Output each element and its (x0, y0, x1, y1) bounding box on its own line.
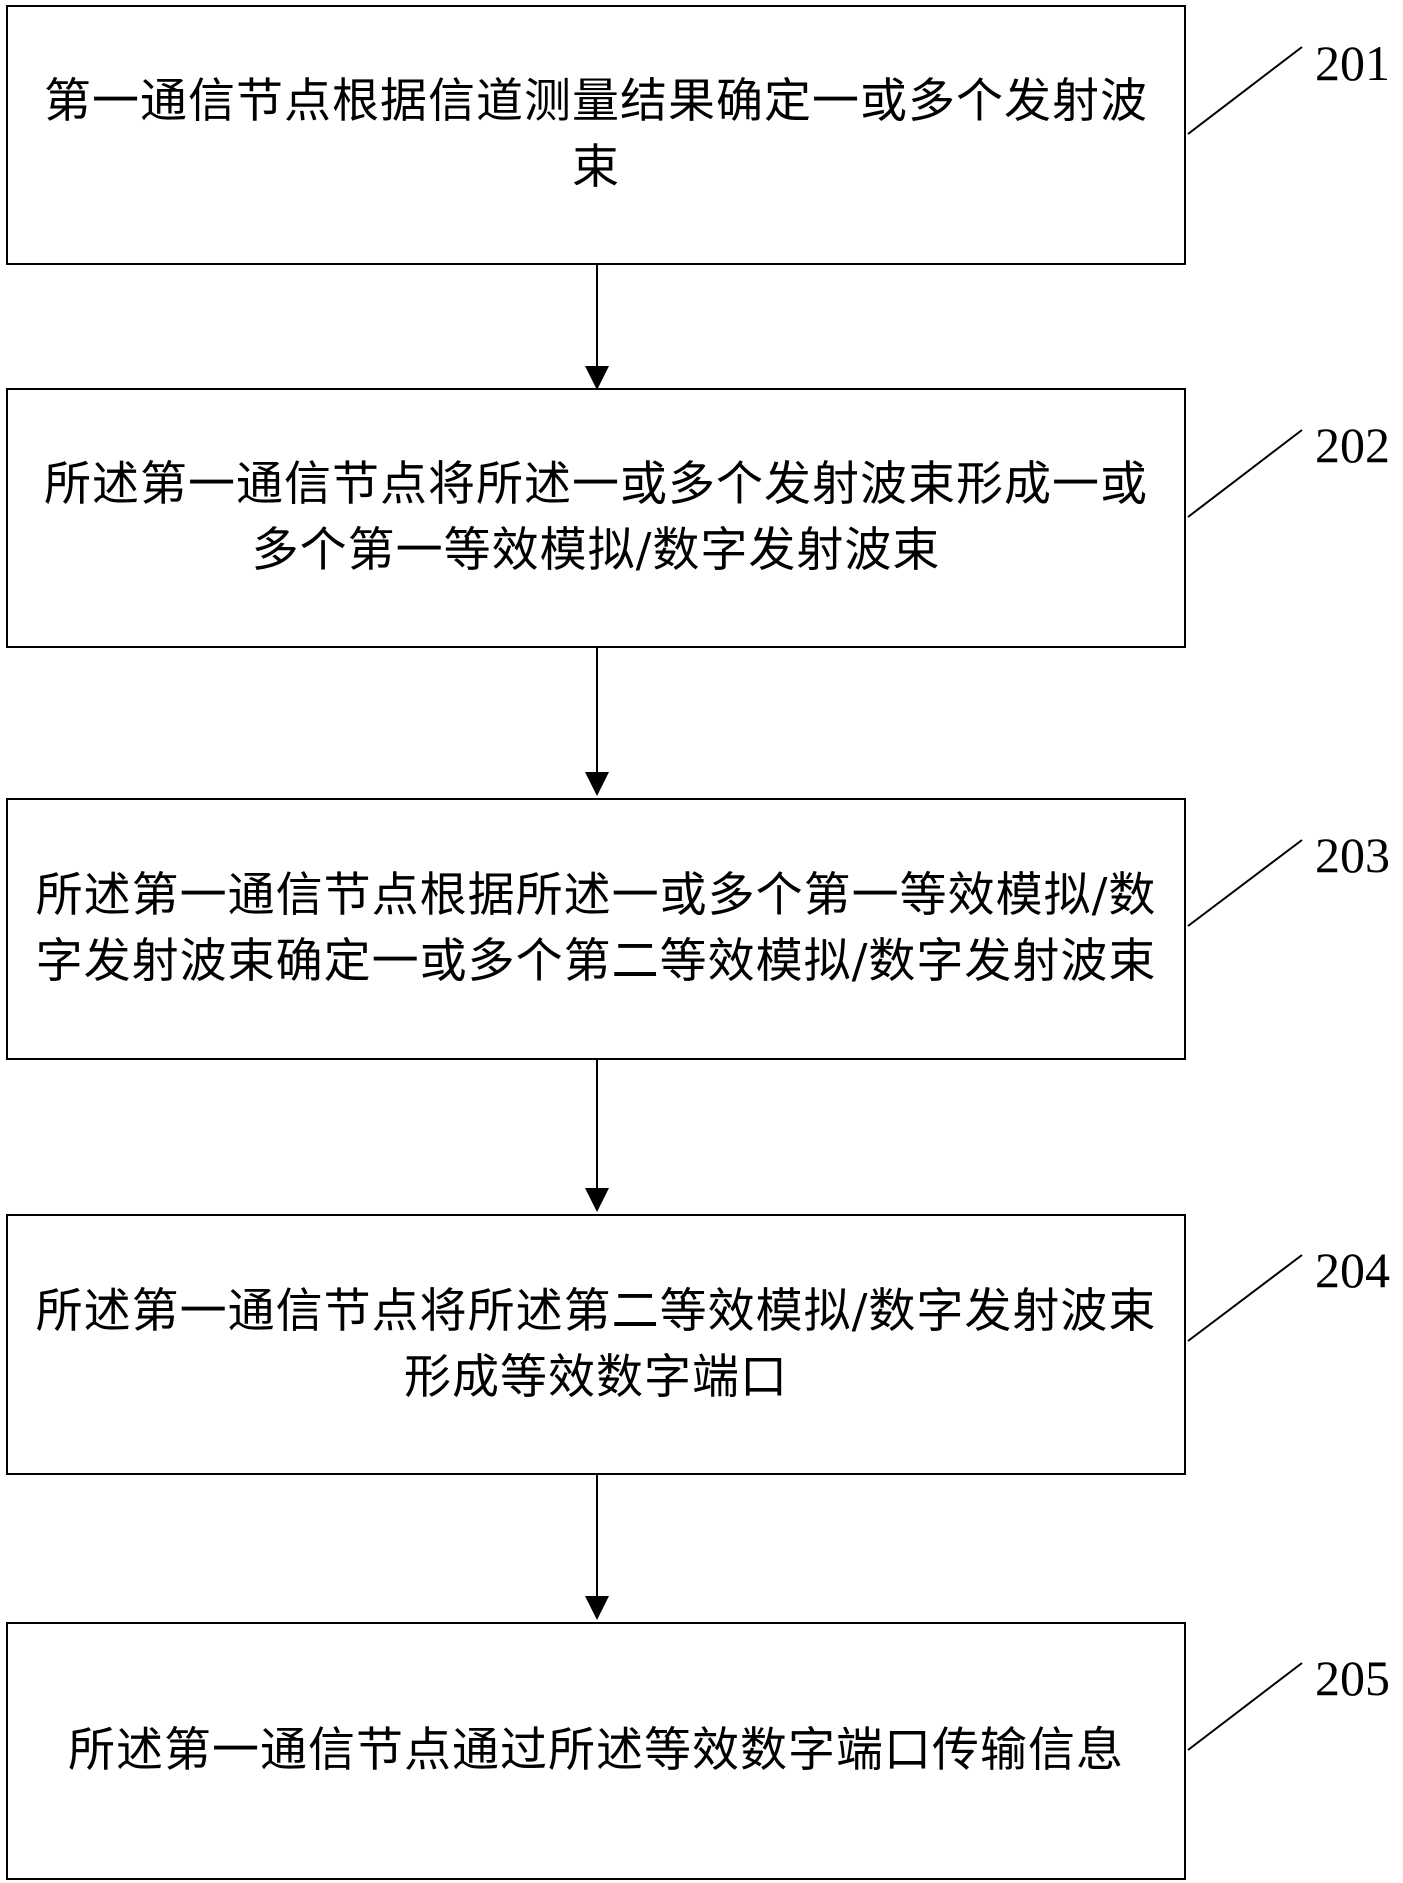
step-box-203: 所述第一通信节点根据所述一或多个第一等效模拟/数字发射波束确定一或多个第二等效模… (6, 798, 1186, 1060)
leader-line-203 (1187, 839, 1303, 927)
flow-arrow-204-205 (585, 1475, 609, 1620)
step-box-205: 所述第一通信节点通过所述等效数字端口传输信息 (6, 1622, 1186, 1880)
flow-arrow-203-204 (585, 1060, 609, 1212)
step-box-201: 第一通信节点根据信道测量结果确定一或多个发射波束 (6, 5, 1186, 265)
step-number-205: 205 (1315, 1650, 1390, 1706)
step-number-201: 201 (1315, 35, 1390, 91)
step-text-202: 所述第一通信节点将所述一或多个发射波束形成一或多个第一等效模拟/数字发射波束 (44, 457, 1148, 578)
step-box-204: 所述第一通信节点将所述第二等效模拟/数字发射波束形成等效数字端口 (6, 1214, 1186, 1475)
step-text-204: 所述第一通信节点将所述第二等效模拟/数字发射波束形成等效数字端口 (35, 1283, 1157, 1405)
step-number-203: 203 (1315, 827, 1390, 883)
leader-line-201 (1187, 46, 1303, 135)
step-box-202: 所述第一通信节点将所述一或多个发射波束形成一或多个第一等效模拟/数字发射波束 (6, 388, 1186, 648)
step-text-201: 第一通信节点根据信道测量结果确定一或多个发射波束 (44, 74, 1148, 195)
leader-line-205 (1187, 1662, 1303, 1751)
step-text-205: 所述第一通信节点通过所述等效数字端口传输信息 (68, 1723, 1124, 1778)
leader-line-204 (1187, 1254, 1303, 1342)
step-text-203: 所述第一通信节点根据所述一或多个第一等效模拟/数字发射波束确定一或多个第二等效模… (35, 868, 1157, 989)
step-number-204: 204 (1315, 1242, 1390, 1298)
step-number-202: 202 (1315, 417, 1390, 473)
flow-arrow-202-203 (585, 648, 609, 796)
flow-arrow-201-202 (585, 265, 609, 390)
leader-line-202 (1187, 429, 1303, 518)
